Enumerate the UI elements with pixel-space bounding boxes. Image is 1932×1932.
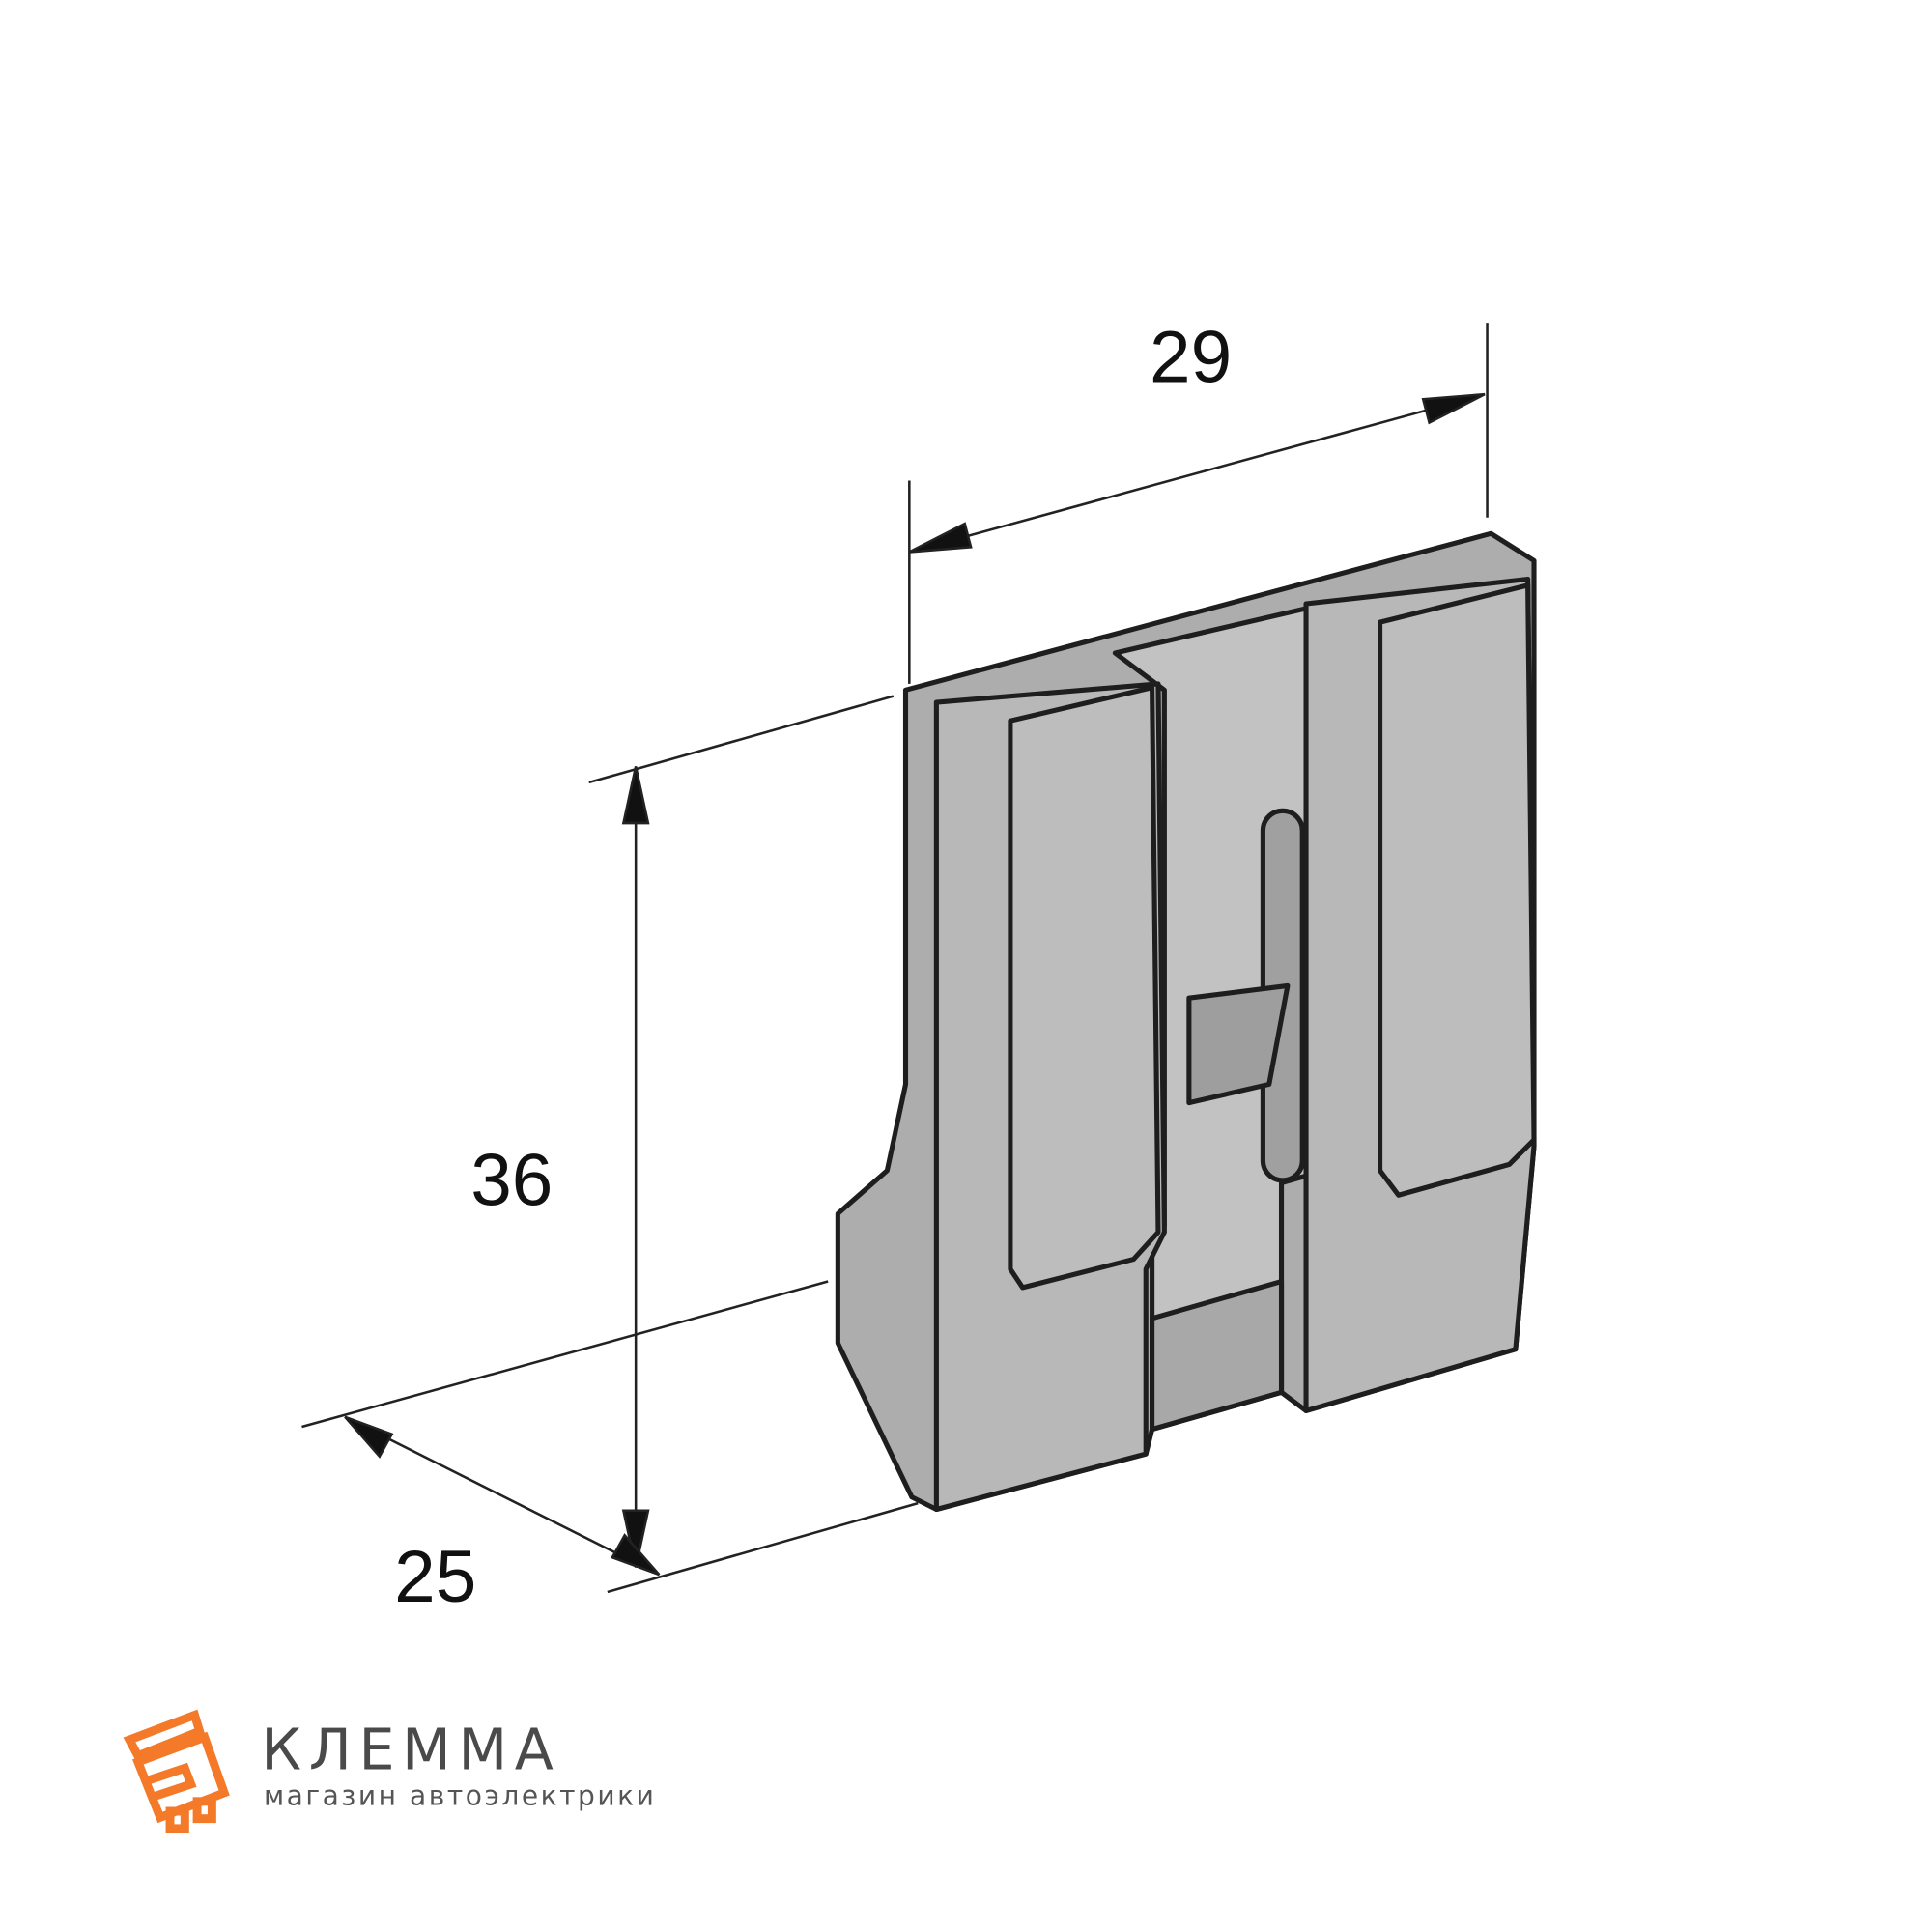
right-inner-arm	[1378, 582, 1537, 1198]
bottom-channel	[1150, 1278, 1285, 1433]
part-body	[835, 530, 1537, 1513]
left-inner-arm	[1008, 685, 1161, 1291]
arrow-icon	[344, 1415, 394, 1459]
arrow-icon	[621, 1509, 650, 1568]
fuse-logo-icon	[123, 1709, 230, 1833]
dimension-lines	[301, 323, 1489, 1594]
arrow-icon	[1421, 392, 1486, 425]
width-dimension: 29	[1150, 316, 1232, 398]
logo-brand: КЛЕММА	[261, 1718, 560, 1783]
arrow-icon	[621, 766, 650, 825]
arrow-icon	[611, 1533, 661, 1577]
arrow-icon	[908, 522, 973, 554]
latch-tab	[1186, 982, 1291, 1106]
logo-tagline: магазин автоэлектрики	[264, 1780, 657, 1812]
height-dimension: 36	[470, 1139, 553, 1221]
logo: КЛЕММА магазин автоэлектрики	[123, 1709, 657, 1833]
depth-dimension: 25	[394, 1536, 476, 1618]
